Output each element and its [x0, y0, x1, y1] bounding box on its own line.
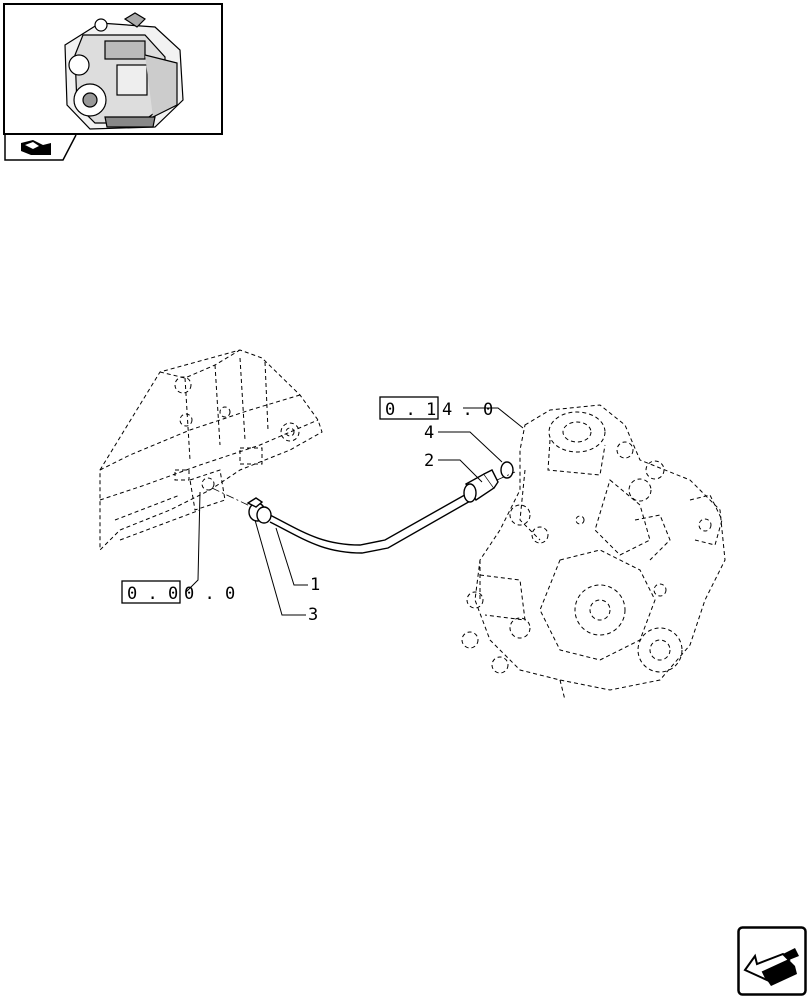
union-fitting-right — [463, 469, 499, 503]
reference-pump-group[interactable]: 0 . 1 4 . 0 — [379, 396, 493, 420]
next-page-button[interactable] — [737, 926, 807, 996]
callout-2[interactable]: 2 — [424, 451, 434, 471]
callout-1[interactable]: 1 — [310, 575, 320, 595]
callout-3[interactable]: 3 — [308, 605, 318, 625]
engine-block-outline — [99, 349, 323, 552]
engine-thumbnail[interactable] — [3, 3, 223, 135]
injection-pump-outline — [461, 404, 726, 701]
ref-pump-boxed: 0 . 1 — [385, 400, 436, 420]
alignment-lines — [211, 471, 516, 507]
callout-4[interactable]: 4 — [424, 423, 434, 443]
ref-block-rest: 0 . 0 — [184, 584, 235, 604]
reference-block-group[interactable]: 0 . 0 0 . 0 — [121, 580, 235, 604]
leader-lines — [185, 407, 524, 616]
fuel-pipe — [267, 491, 473, 554]
next-page-arrow-icon — [743, 948, 799, 986]
thumbnail-tab[interactable] — [3, 135, 78, 162]
book-arrow-icon — [21, 140, 51, 155]
banjo-fitting-left — [246, 497, 272, 524]
engine-thumbnail-icon — [64, 12, 184, 130]
o-ring-seal — [500, 461, 514, 479]
ref-pump-rest: 4 . 0 — [442, 400, 493, 420]
ref-block-boxed: 0 . 0 — [127, 584, 178, 604]
